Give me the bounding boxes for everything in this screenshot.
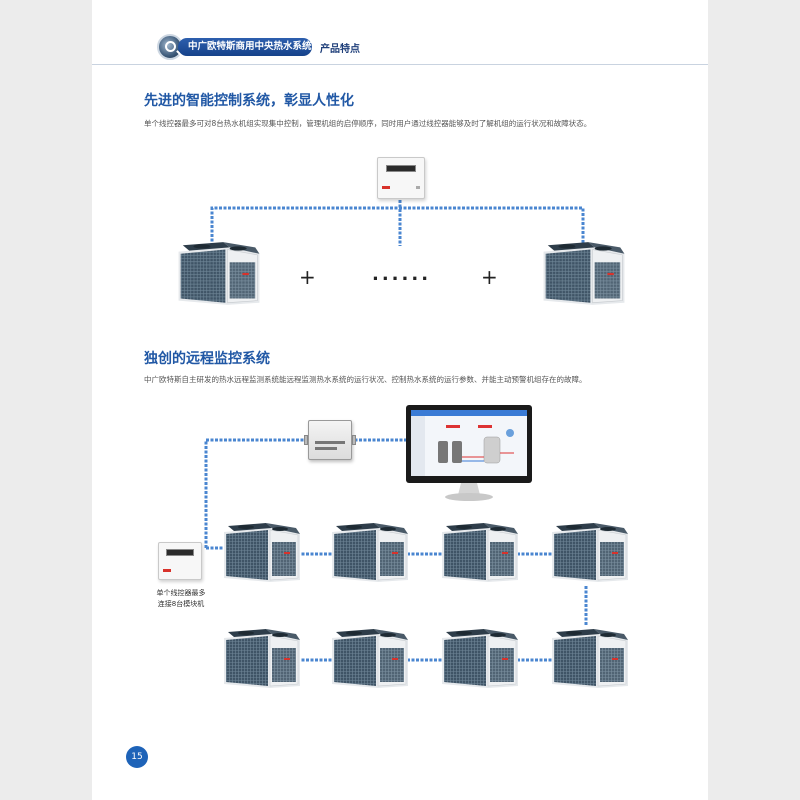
section2-description: 中广欧特斯自主研发的热水远程监测系统能远程监测热水系统的运行状况、控制热水系统的… — [144, 375, 587, 384]
heat-pump-unit — [440, 522, 520, 584]
wire-gateway-left — [204, 438, 310, 548]
wire-bus — [210, 206, 585, 246]
ellipsis: ...... — [372, 264, 432, 285]
heat-pump-unit — [176, 241, 262, 307]
plus-sign: + — [299, 265, 316, 289]
brochure-page: 中广欧特斯商用中央热水系统 产品特点 先进的智能控制系统，彰显人性化 单个线控器… — [92, 0, 708, 800]
plus-sign: + — [481, 265, 498, 289]
remote-gateway — [304, 420, 356, 460]
wired-controller — [377, 157, 425, 199]
wired-controller — [158, 542, 202, 580]
monitoring-computer — [406, 405, 532, 505]
heat-pump-unit — [330, 628, 410, 690]
section1-title: 先进的智能控制系统，彰显人性化 — [144, 93, 354, 109]
section2-wiring — [204, 438, 588, 662]
section-tag: 产品特点 — [320, 44, 360, 55]
page-number: 15 — [126, 746, 148, 768]
controller-caption: 单个线控器最多 连接8台模块机 — [156, 589, 206, 608]
section1-wiring — [210, 200, 585, 246]
heat-pump-unit — [550, 628, 630, 690]
heat-pump-unit — [550, 522, 630, 584]
heat-pump-unit — [440, 628, 520, 690]
series-title: 中广欧特斯商用中央热水系统 — [178, 38, 312, 56]
heat-pump-unit — [222, 522, 302, 584]
heat-pump-unit — [222, 628, 302, 690]
heat-pump-unit — [330, 522, 410, 584]
section2-title: 独创的远程监控系统 — [144, 351, 270, 367]
section1-description: 单个线控器最多可对8台热水机组实现集中控制，管理机组的启停顺序，同时用户通过线控… — [144, 119, 592, 128]
heat-pump-unit — [541, 241, 627, 307]
header-divider — [92, 64, 708, 65]
